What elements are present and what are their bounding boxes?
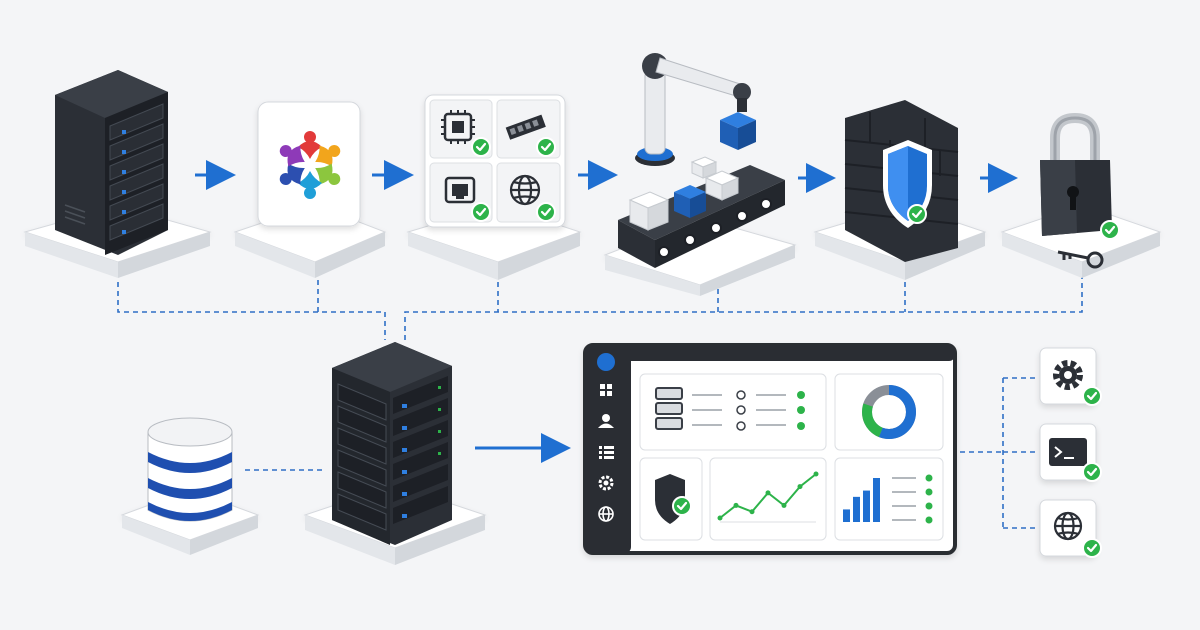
bar-chart-panel xyxy=(834,457,944,541)
user-icon[interactable] xyxy=(598,414,614,428)
line-point xyxy=(813,471,819,477)
line-chart xyxy=(717,471,819,523)
hub-server-node[interactable] xyxy=(303,342,487,565)
database-node[interactable] xyxy=(120,417,260,555)
package-box xyxy=(674,185,706,218)
donut-segment-secondary xyxy=(862,385,916,439)
globe-icon[interactable] xyxy=(598,506,614,522)
list-icon[interactable] xyxy=(599,446,614,459)
line-point xyxy=(749,509,755,515)
network-port-icon xyxy=(444,176,476,204)
firewall-security-node[interactable] xyxy=(813,100,987,280)
access-lock-node[interactable] xyxy=(1000,112,1162,278)
key-icon xyxy=(1057,250,1104,269)
server-stack-icon xyxy=(655,387,683,430)
database-cylinder-icon xyxy=(147,417,233,522)
bar xyxy=(873,478,880,522)
server-rack-icon xyxy=(55,70,168,255)
service-tile-terminal[interactable] xyxy=(1039,423,1103,483)
bar-chart xyxy=(843,478,880,522)
dashboard-window[interactable] xyxy=(583,343,957,555)
dashboard-sidebar xyxy=(598,384,614,522)
package-box xyxy=(704,170,740,201)
service-tile-settings[interactable] xyxy=(1039,347,1103,407)
globe-icon xyxy=(509,174,541,206)
robot-arm-conveyor-icon xyxy=(618,53,785,268)
automation-node[interactable] xyxy=(603,53,797,296)
collaboration-app-node[interactable] xyxy=(233,101,387,278)
line-chart-panel xyxy=(709,457,827,541)
donut-segment-primary xyxy=(862,385,916,439)
dashed-connectors-top xyxy=(117,262,1083,340)
source-server-node[interactable] xyxy=(23,70,212,278)
line-point xyxy=(781,502,787,508)
package-box xyxy=(690,156,718,179)
line-point xyxy=(733,502,739,508)
terminal-icon xyxy=(1049,438,1087,466)
flow-arrows-top xyxy=(195,160,1018,193)
line-point xyxy=(765,490,771,496)
firewall-shield-icon xyxy=(844,100,959,262)
services-connectors xyxy=(960,377,1038,529)
cpu-chip-icon xyxy=(441,110,475,144)
line-point xyxy=(797,484,803,490)
bar xyxy=(853,496,860,522)
security-status-panel xyxy=(639,457,703,541)
bar xyxy=(863,490,870,522)
padlock-key-icon xyxy=(1040,112,1112,269)
globe-icon xyxy=(1053,511,1083,541)
service-tile-web[interactable] xyxy=(1039,499,1103,559)
grid-icon[interactable] xyxy=(600,384,612,396)
donut-chart xyxy=(862,385,916,439)
app-logo-dot xyxy=(597,353,615,371)
people-circle-logo-icon xyxy=(279,131,341,199)
bar xyxy=(843,509,850,522)
gear-icon[interactable] xyxy=(598,475,614,491)
gear-icon xyxy=(1053,360,1083,390)
package-box xyxy=(628,191,670,231)
donut-chart-panel xyxy=(834,373,944,451)
hardware-grid-icon xyxy=(429,99,561,223)
central-server-rack-icon xyxy=(332,342,452,545)
hardware-inventory-node[interactable] xyxy=(406,94,582,280)
line-point xyxy=(717,515,723,521)
server-status-panel xyxy=(639,373,827,451)
memory-module-icon xyxy=(505,114,546,140)
